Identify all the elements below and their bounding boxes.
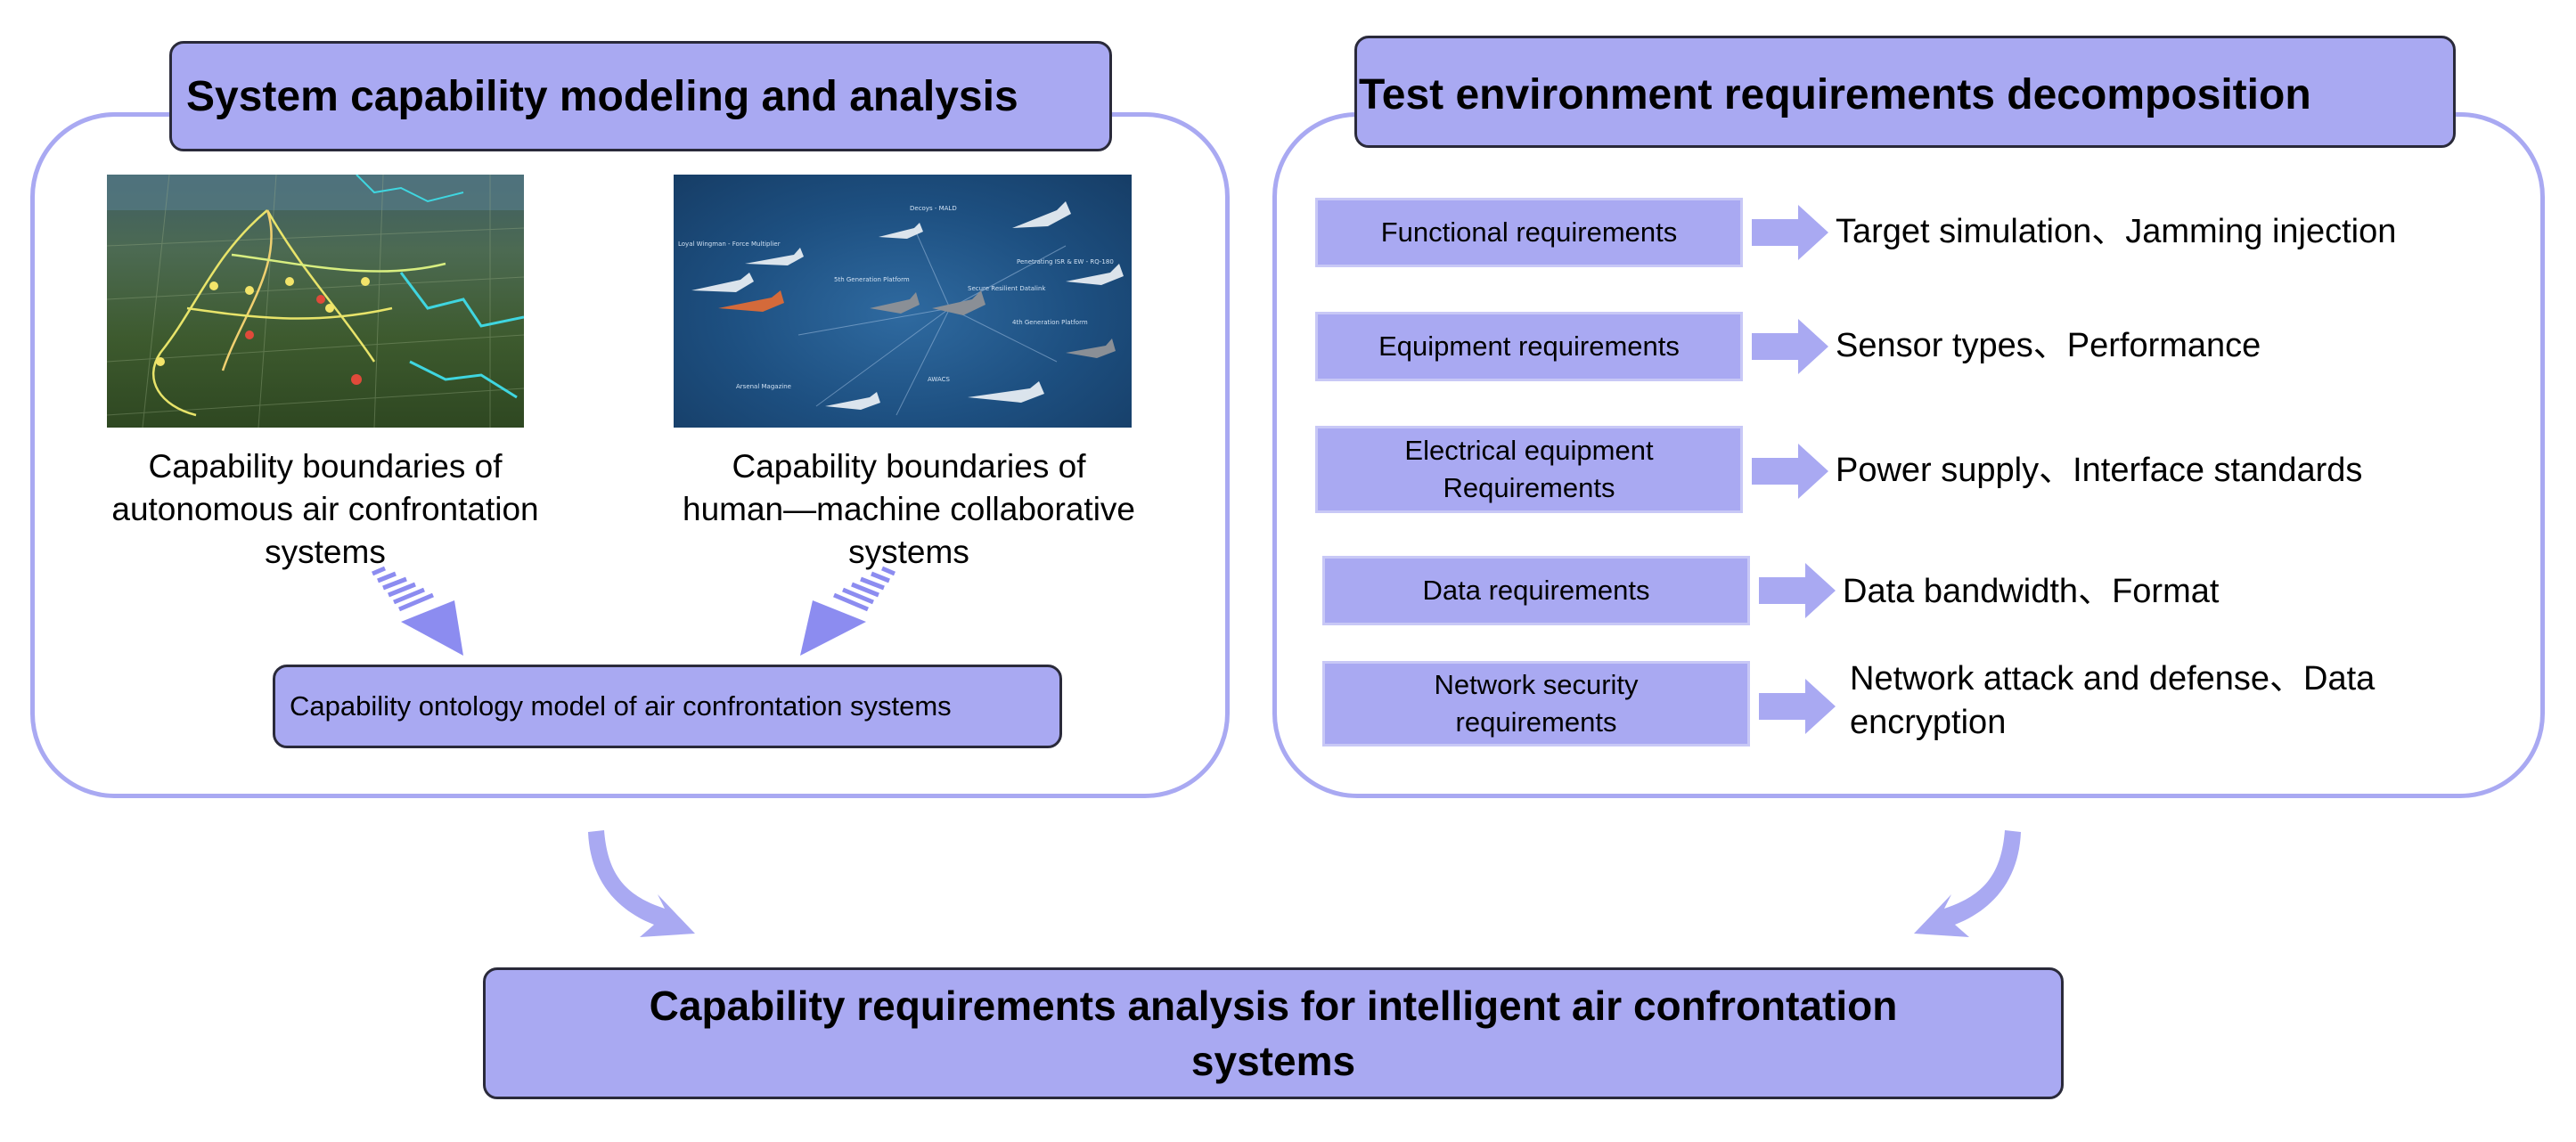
caption-line: human—machine collaborative xyxy=(683,491,1135,528)
left-panel-title: System capability modeling and analysis xyxy=(186,72,1018,120)
striped-arrow-left xyxy=(372,566,463,656)
caption-collaborative: Capability boundaries of human—machine c… xyxy=(650,445,1167,574)
label-arsenal: Arsenal Magazine xyxy=(736,383,791,390)
req-result-line: Sensor types、Performance xyxy=(1836,327,2261,364)
bottom-line: Capability requirements analysis for int… xyxy=(649,982,1898,1029)
equipment-requirements-result: Sensor types、Performance xyxy=(1836,324,2261,368)
req-label-line: Requirements xyxy=(1443,472,1615,503)
label-loyal-wingman: Loyal Wingman - Force Multiplier xyxy=(678,241,781,248)
ontology-model-box: Capability ontology model of air confron… xyxy=(273,665,1062,748)
label-awacs: AWACS xyxy=(928,376,950,383)
arrow-right-icon xyxy=(1752,205,1828,260)
bottom-line: systems xyxy=(1190,1038,1356,1084)
req-result-line: Target simulation、Jamming injection xyxy=(1836,213,2397,250)
arrow-right-icon xyxy=(1752,444,1828,499)
bottom-conclusion-box: Capability requirements analysis for int… xyxy=(483,967,2064,1099)
caption-autonomous: Capability boundaries of autonomous air … xyxy=(62,445,588,574)
req-label-line: requirements xyxy=(1455,706,1617,738)
network-security-requirements-box: Network security requirements xyxy=(1322,661,1750,746)
right-panel-title-box: Test environment requirements decomposit… xyxy=(1354,36,2456,148)
ontology-model-label: Capability ontology model of air confron… xyxy=(290,690,952,722)
aircraft-formation-image: Decoys - MALD Loyal Wingman - Force Mult… xyxy=(674,175,1132,428)
req-result-line: Power supply、Interface standards xyxy=(1836,452,2363,489)
arrow-right-icon xyxy=(1759,679,1836,734)
data-requirements-result: Data bandwidth、Format xyxy=(1843,570,2219,614)
network-security-requirements-result: Network attack and defense、Data encrypti… xyxy=(1850,657,2375,746)
caption-line: Capability boundaries of xyxy=(732,448,1086,485)
functional-requirements-box: Functional requirements xyxy=(1315,198,1743,267)
req-label-line: Equipment requirements xyxy=(1378,330,1680,363)
data-requirements-box: Data requirements xyxy=(1322,556,1750,625)
curved-arrow-left xyxy=(588,830,695,937)
req-result-line: Data bandwidth、Format xyxy=(1843,573,2220,610)
req-label-line: Network security xyxy=(1434,669,1639,701)
req-label-line: Data requirements xyxy=(1422,575,1650,607)
label-5th-gen: 5th Generation Platform xyxy=(834,276,910,283)
electrical-requirements-box: Electrical equipment Requirements xyxy=(1315,426,1743,513)
equipment-requirements-box: Equipment requirements xyxy=(1315,312,1743,381)
arrow-right-icon xyxy=(1752,319,1828,374)
req-result-line: Network attack and defense、Data xyxy=(1850,660,2376,697)
left-panel-title-box: System capability modeling and analysis xyxy=(169,41,1112,151)
functional-requirements-result: Target simulation、Jamming injection xyxy=(1836,210,2396,254)
req-label-line: Functional requirements xyxy=(1380,216,1678,249)
caption-line: autonomous air confrontation xyxy=(111,491,539,528)
label-decoys: Decoys - MALD xyxy=(910,205,957,212)
electrical-requirements-result: Power supply、Interface standards xyxy=(1836,449,2362,493)
arrow-right-icon xyxy=(1759,563,1836,618)
3d-trajectory-map-image xyxy=(107,175,524,428)
curved-arrow-right xyxy=(1914,830,2021,937)
label-penetrating: Penetrating ISR & EW - RQ-180 xyxy=(1017,258,1114,265)
label-datalink: Secure Resilient Datalink xyxy=(968,285,1046,292)
req-result-line: encryption xyxy=(1850,704,2007,742)
caption-line: systems xyxy=(265,534,386,571)
right-panel-title: Test environment requirements decomposit… xyxy=(1359,71,2311,118)
caption-line: Capability boundaries of xyxy=(148,448,503,485)
req-label-line: Electrical equipment xyxy=(1404,435,1654,467)
caption-line: systems xyxy=(848,534,969,571)
label-4th-gen: 4th Generation Platform xyxy=(1012,319,1088,326)
striped-arrow-right xyxy=(800,566,895,656)
